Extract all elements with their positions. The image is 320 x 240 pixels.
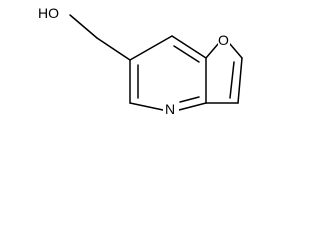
bond-o-ch2	[69, 14, 98, 39]
atom-labels: HO O N	[37, 3, 230, 117]
bond-o-c2	[229, 43, 243, 59]
bond-ch2-c6	[96, 37, 131, 61]
bond-c2-c3	[237, 57, 243, 104]
structure-diagram: HO O N	[37, 3, 243, 117]
bond-c3a-n	[178, 102, 207, 111]
bond-c7-c7a	[171, 35, 207, 59]
furan-oxygen-label: O	[218, 32, 229, 48]
double-bond-c2-c3	[229, 61, 235, 99]
double-bond-c7-c7a	[173, 45, 200, 63]
hydroxyl-label-bg	[37, 3, 61, 21]
hydroxyl-label: HO	[38, 5, 59, 21]
bonds	[69, 14, 243, 111]
double-bond-c3a-n	[179, 96, 200, 103]
bond-n-c5	[129, 102, 164, 111]
bond-c6-c7	[129, 35, 173, 61]
bond-c7a-o	[205, 43, 219, 59]
pyridine-nitrogen-label: N	[165, 101, 175, 117]
pyridine-nitrogen-label-bg	[163, 99, 179, 117]
furan-oxygen-label-bg	[218, 30, 230, 48]
